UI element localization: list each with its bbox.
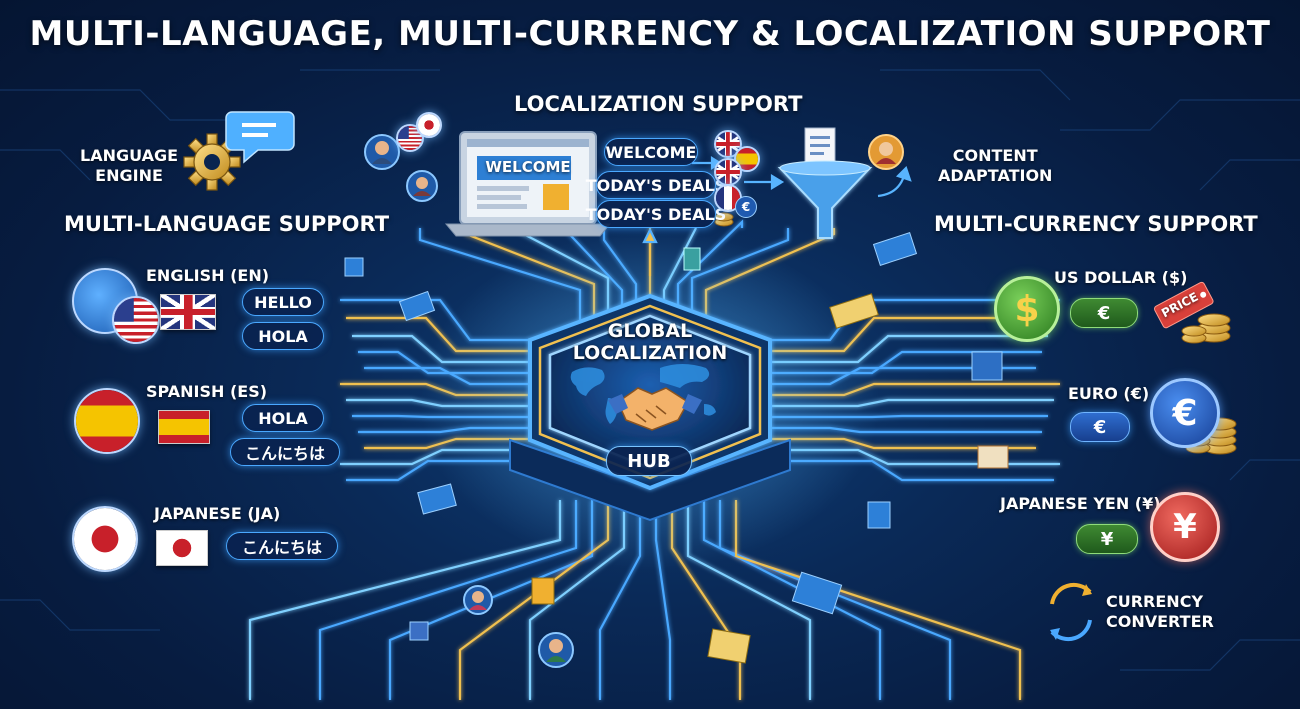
phrase-label: こんにちは xyxy=(244,444,325,463)
funnel-icon xyxy=(777,127,873,239)
japan-flag-icon xyxy=(72,506,138,572)
hub-label: HUB xyxy=(606,446,692,476)
laptop-banner-text: WELCOME xyxy=(485,158,571,176)
phrase-label: こんにちは xyxy=(241,538,322,557)
currency-converter-label: CURRENCY CONVERTER xyxy=(1106,592,1214,631)
pill-symbol: € xyxy=(1093,416,1107,438)
phrase-konnichiwa: こんにちは xyxy=(230,438,340,466)
japan-flag-icon xyxy=(156,530,208,566)
phrase-label: HOLA xyxy=(258,326,308,346)
hub-chip xyxy=(509,293,791,522)
phrase-konnichiwa: こんにちは xyxy=(226,532,338,560)
price-tag-icon xyxy=(1153,281,1214,329)
hub-title: GLOBAL LOCALIZATION xyxy=(572,320,728,364)
japan-flag-icon xyxy=(416,112,442,138)
currency-name-euro: EURO (€) xyxy=(1068,384,1150,403)
spain-flag-icon xyxy=(74,388,140,454)
multi-language-heading: MULTI-LANGUAGE SUPPORT xyxy=(64,212,390,236)
localization-row-label: TODAY'S DEALS xyxy=(585,175,727,195)
language-name-japanese: JAPANESE (JA) xyxy=(154,504,281,523)
localization-row-label: TODAY'S DEALS xyxy=(585,204,727,224)
gear-icon xyxy=(183,133,241,191)
phrase-hola: HOLA xyxy=(242,404,324,432)
localization-row-deals-1: TODAY'S DEALS xyxy=(586,171,726,199)
uk-flag-icon xyxy=(160,294,216,330)
floating-cards xyxy=(344,232,1009,664)
localization-row-label: WELCOME xyxy=(605,142,697,162)
laptop-icon xyxy=(444,131,612,237)
dollar-coin-icon: $ xyxy=(994,276,1060,342)
page-title: MULTI-LANGUAGE, MULTI-CURRENCY & LOCALIZ… xyxy=(29,14,1271,54)
yen-coin-icon: ¥ xyxy=(1150,492,1220,562)
phrase-hola: HOLA xyxy=(242,322,324,350)
pill-symbol: ¥ xyxy=(1100,528,1114,550)
phrase-hello: HELLO xyxy=(242,288,324,316)
euro-pill: € xyxy=(1070,412,1130,442)
euro-symbol: € xyxy=(741,200,751,214)
currency-name-usd: US DOLLAR ($) xyxy=(1054,268,1188,287)
language-name-spanish: SPANISH (ES) xyxy=(146,382,268,401)
spain-flag-icon xyxy=(158,410,210,444)
language-name-english: ENGLISH (EN) xyxy=(146,266,270,285)
localization-heading: LOCALIZATION SUPPORT xyxy=(514,92,803,116)
localization-row-welcome: WELCOME xyxy=(604,138,698,166)
uk-flag-icon xyxy=(714,158,742,186)
currency-converter-icon xyxy=(1050,582,1092,642)
multi-currency-heading: MULTI-CURRENCY SUPPORT xyxy=(934,212,1258,236)
usa-flag-icon xyxy=(112,296,160,344)
background-traces xyxy=(0,69,1300,671)
currency-name-yen: JAPANESE YEN (¥) xyxy=(1000,494,1161,513)
language-engine-label: LANGUAGE ENGINE xyxy=(80,146,179,185)
avatar-people xyxy=(364,134,904,668)
handshake-icon xyxy=(608,387,702,431)
localization-row-deals-2: TODAY'S DEALS xyxy=(586,200,726,228)
yen-symbol: ¥ xyxy=(1173,507,1197,547)
euro-coin-icon: € xyxy=(735,196,757,218)
pill-symbol: € xyxy=(1097,302,1111,324)
hub-label-text: HUB xyxy=(627,450,671,472)
localization-arrows xyxy=(642,156,912,276)
euro-symbol: € xyxy=(1172,392,1198,434)
yen-pill: ¥ xyxy=(1076,524,1138,554)
euro-coin-icon: € xyxy=(1150,378,1220,448)
usd-euro-pill: € xyxy=(1070,298,1138,328)
dollar-symbol: $ xyxy=(1014,288,1040,330)
phrase-label: HELLO xyxy=(254,292,312,312)
phrase-label: HOLA xyxy=(258,408,308,428)
chat-bubble-icon xyxy=(225,111,295,164)
content-adaptation-label: CONTENT ADAPTATION xyxy=(938,146,1053,185)
